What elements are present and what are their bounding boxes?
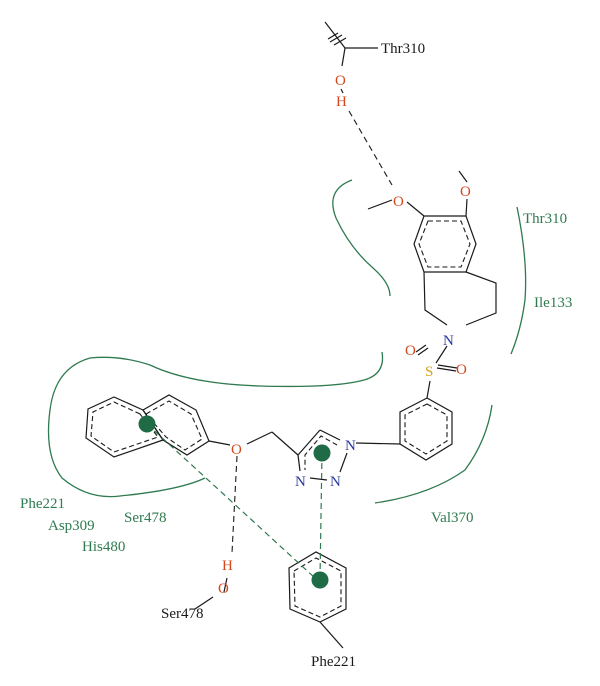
atom-sulfur: S — [425, 364, 433, 380]
centroid-naphthalene — [138, 415, 156, 433]
atom-triazole-n3: N — [330, 474, 341, 490]
pocket-arc-bottom-right — [374, 404, 493, 504]
triazole-ring — [297, 429, 348, 481]
residue-thr310-pocket: Thr310 — [523, 211, 567, 227]
atom-ether-oxygen: O — [231, 442, 242, 458]
residue-phe221: Phe221 — [20, 496, 65, 512]
atom-ring-nitrogen: N — [443, 333, 454, 349]
atom-ser-hydrogen: H — [222, 558, 233, 574]
phenyl-ring — [399, 397, 453, 461]
atom-sulfonyl-oxygen-right: O — [456, 362, 467, 378]
atom-triazole-n1: N — [345, 438, 356, 454]
pi-stack-naphthalene — [146, 423, 316, 579]
residue-his480: His480 — [82, 539, 125, 555]
residue-ser478-bottom: Ser478 — [161, 606, 204, 622]
atom-thr-oxygen: O — [335, 73, 346, 89]
hbond-thr310 — [348, 110, 393, 186]
naphthalene-ring — [85, 394, 210, 458]
atom-thr-hydrogen: H — [336, 94, 347, 110]
residue-val370: Val370 — [431, 510, 474, 526]
hbond-ser478 — [231, 455, 238, 554]
residue-thr310-top: Thr310 — [381, 41, 425, 57]
atom-methoxy-oxygen-right: O — [460, 184, 471, 200]
phe221-ring — [288, 551, 347, 649]
residue-phe221-bottom: Phe221 — [311, 654, 356, 670]
atom-triazole-n2: N — [295, 474, 306, 490]
pocket-arc-left-loop — [47, 351, 384, 498]
atom-sulfonyl-oxygen-left: O — [405, 343, 416, 359]
isoquinoline-ring-system — [367, 170, 497, 326]
residue-ile133: Ile133 — [534, 295, 572, 311]
residue-asp309: Asp309 — [48, 518, 95, 534]
pocket-arc-right — [510, 206, 527, 355]
atom-methoxy-oxygen-left: O — [393, 194, 404, 210]
pi-stack-triazole — [319, 452, 323, 579]
centroid-triazole — [313, 444, 331, 462]
atom-ser-oxygen: O — [218, 581, 229, 597]
centroid-phe221 — [311, 571, 329, 589]
pocket-arc-top — [332, 179, 391, 297]
residue-ser478-pocket: Ser478 — [124, 510, 167, 526]
